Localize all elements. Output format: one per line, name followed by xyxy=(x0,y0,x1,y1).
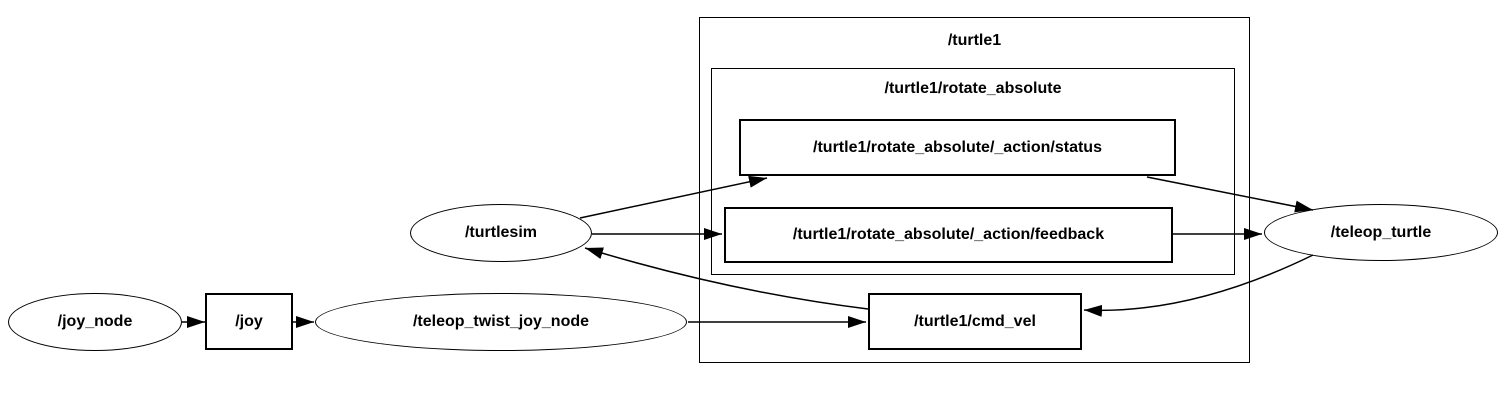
topic-label-rotate-absolute-action-status: /turtle1/rotate_absolute/_action/status xyxy=(813,138,1102,156)
topic-label-rotate-absolute-action-feedback: /turtle1/rotate_absolute/_action/feedbac… xyxy=(792,226,1105,243)
node-ellipse-teleop-twist-joy-node: /teleop_twist_joy_node xyxy=(315,293,687,351)
topic-box-rotate-absolute-action-status: /turtle1/rotate_absolute/_action/status xyxy=(739,119,1176,176)
topic-label-joy: /joy xyxy=(235,312,263,330)
topic-box-rotate-absolute-action-feedback: /turtle1/rotate_absolute/_action/feedbac… xyxy=(724,207,1173,263)
topic-box-joy: /joy xyxy=(205,293,293,350)
node-ellipse-turtlesim: /turtlesim xyxy=(410,204,592,262)
node-ellipse-teleop-turtle: /teleop_turtle xyxy=(1264,204,1498,261)
node-label-joy-node: /joy_node xyxy=(57,313,133,330)
node-label-teleop-twist-joy-node: /teleop_twist_joy_node xyxy=(412,313,590,330)
namespace-label-rotate-absolute: /turtle1/rotate_absolute xyxy=(884,80,1062,97)
node-ellipse-joy-node: /joy_node xyxy=(8,293,182,351)
namespace-box-rotate-absolute: /turtle1/rotate_absolute xyxy=(711,68,1235,275)
topic-box-cmd-vel: /turtle1/cmd_vel xyxy=(868,293,1082,350)
namespace-label-turtle1: /turtle1 xyxy=(947,32,1002,49)
topic-label-cmd-vel: /turtle1/cmd_vel xyxy=(914,312,1036,330)
node-label-teleop-turtle: /teleop_turtle xyxy=(1330,223,1432,241)
node-label-turtlesim: /turtlesim xyxy=(464,224,537,241)
